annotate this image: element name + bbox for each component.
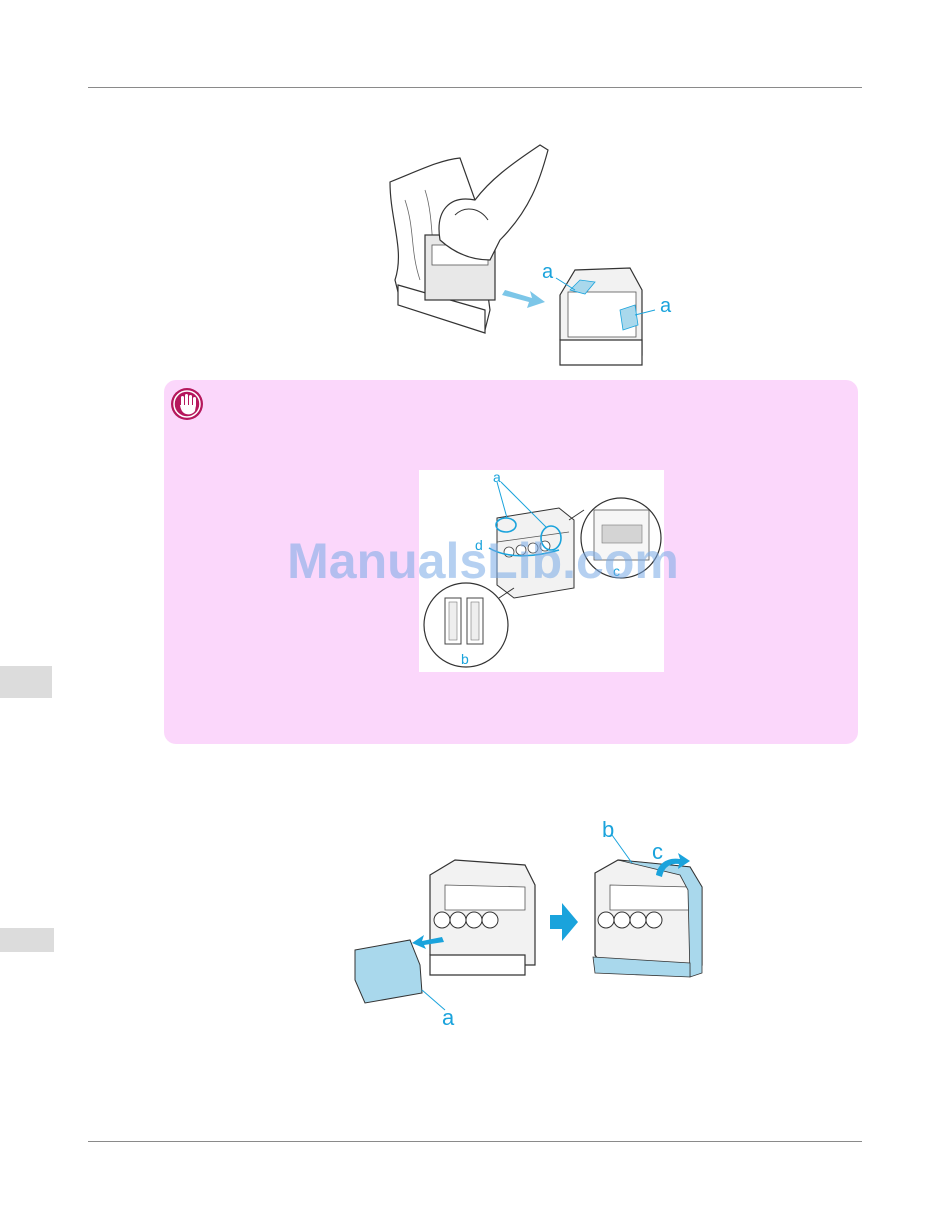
header-rule: [88, 87, 862, 88]
figure3-label-c: c: [652, 839, 663, 864]
figure1-label-a-left: a: [542, 261, 554, 283]
chapter-tab: [0, 666, 52, 698]
footer-rule: [88, 1141, 862, 1142]
printhead-unpack-figure: a a: [380, 140, 700, 375]
figure2-label-b: b: [461, 651, 469, 667]
page-tab: [0, 928, 54, 952]
figure3-label-b: b: [602, 817, 614, 842]
protective-cap-removal-figure: a b c: [350, 815, 720, 1030]
watermark: ManualsLib.com: [268, 532, 698, 590]
figure3-label-a: a: [442, 1005, 455, 1030]
hand-stop-icon: [170, 387, 204, 421]
figure1-label-a-right: a: [660, 295, 672, 317]
figure2-label-a: a: [493, 470, 501, 485]
